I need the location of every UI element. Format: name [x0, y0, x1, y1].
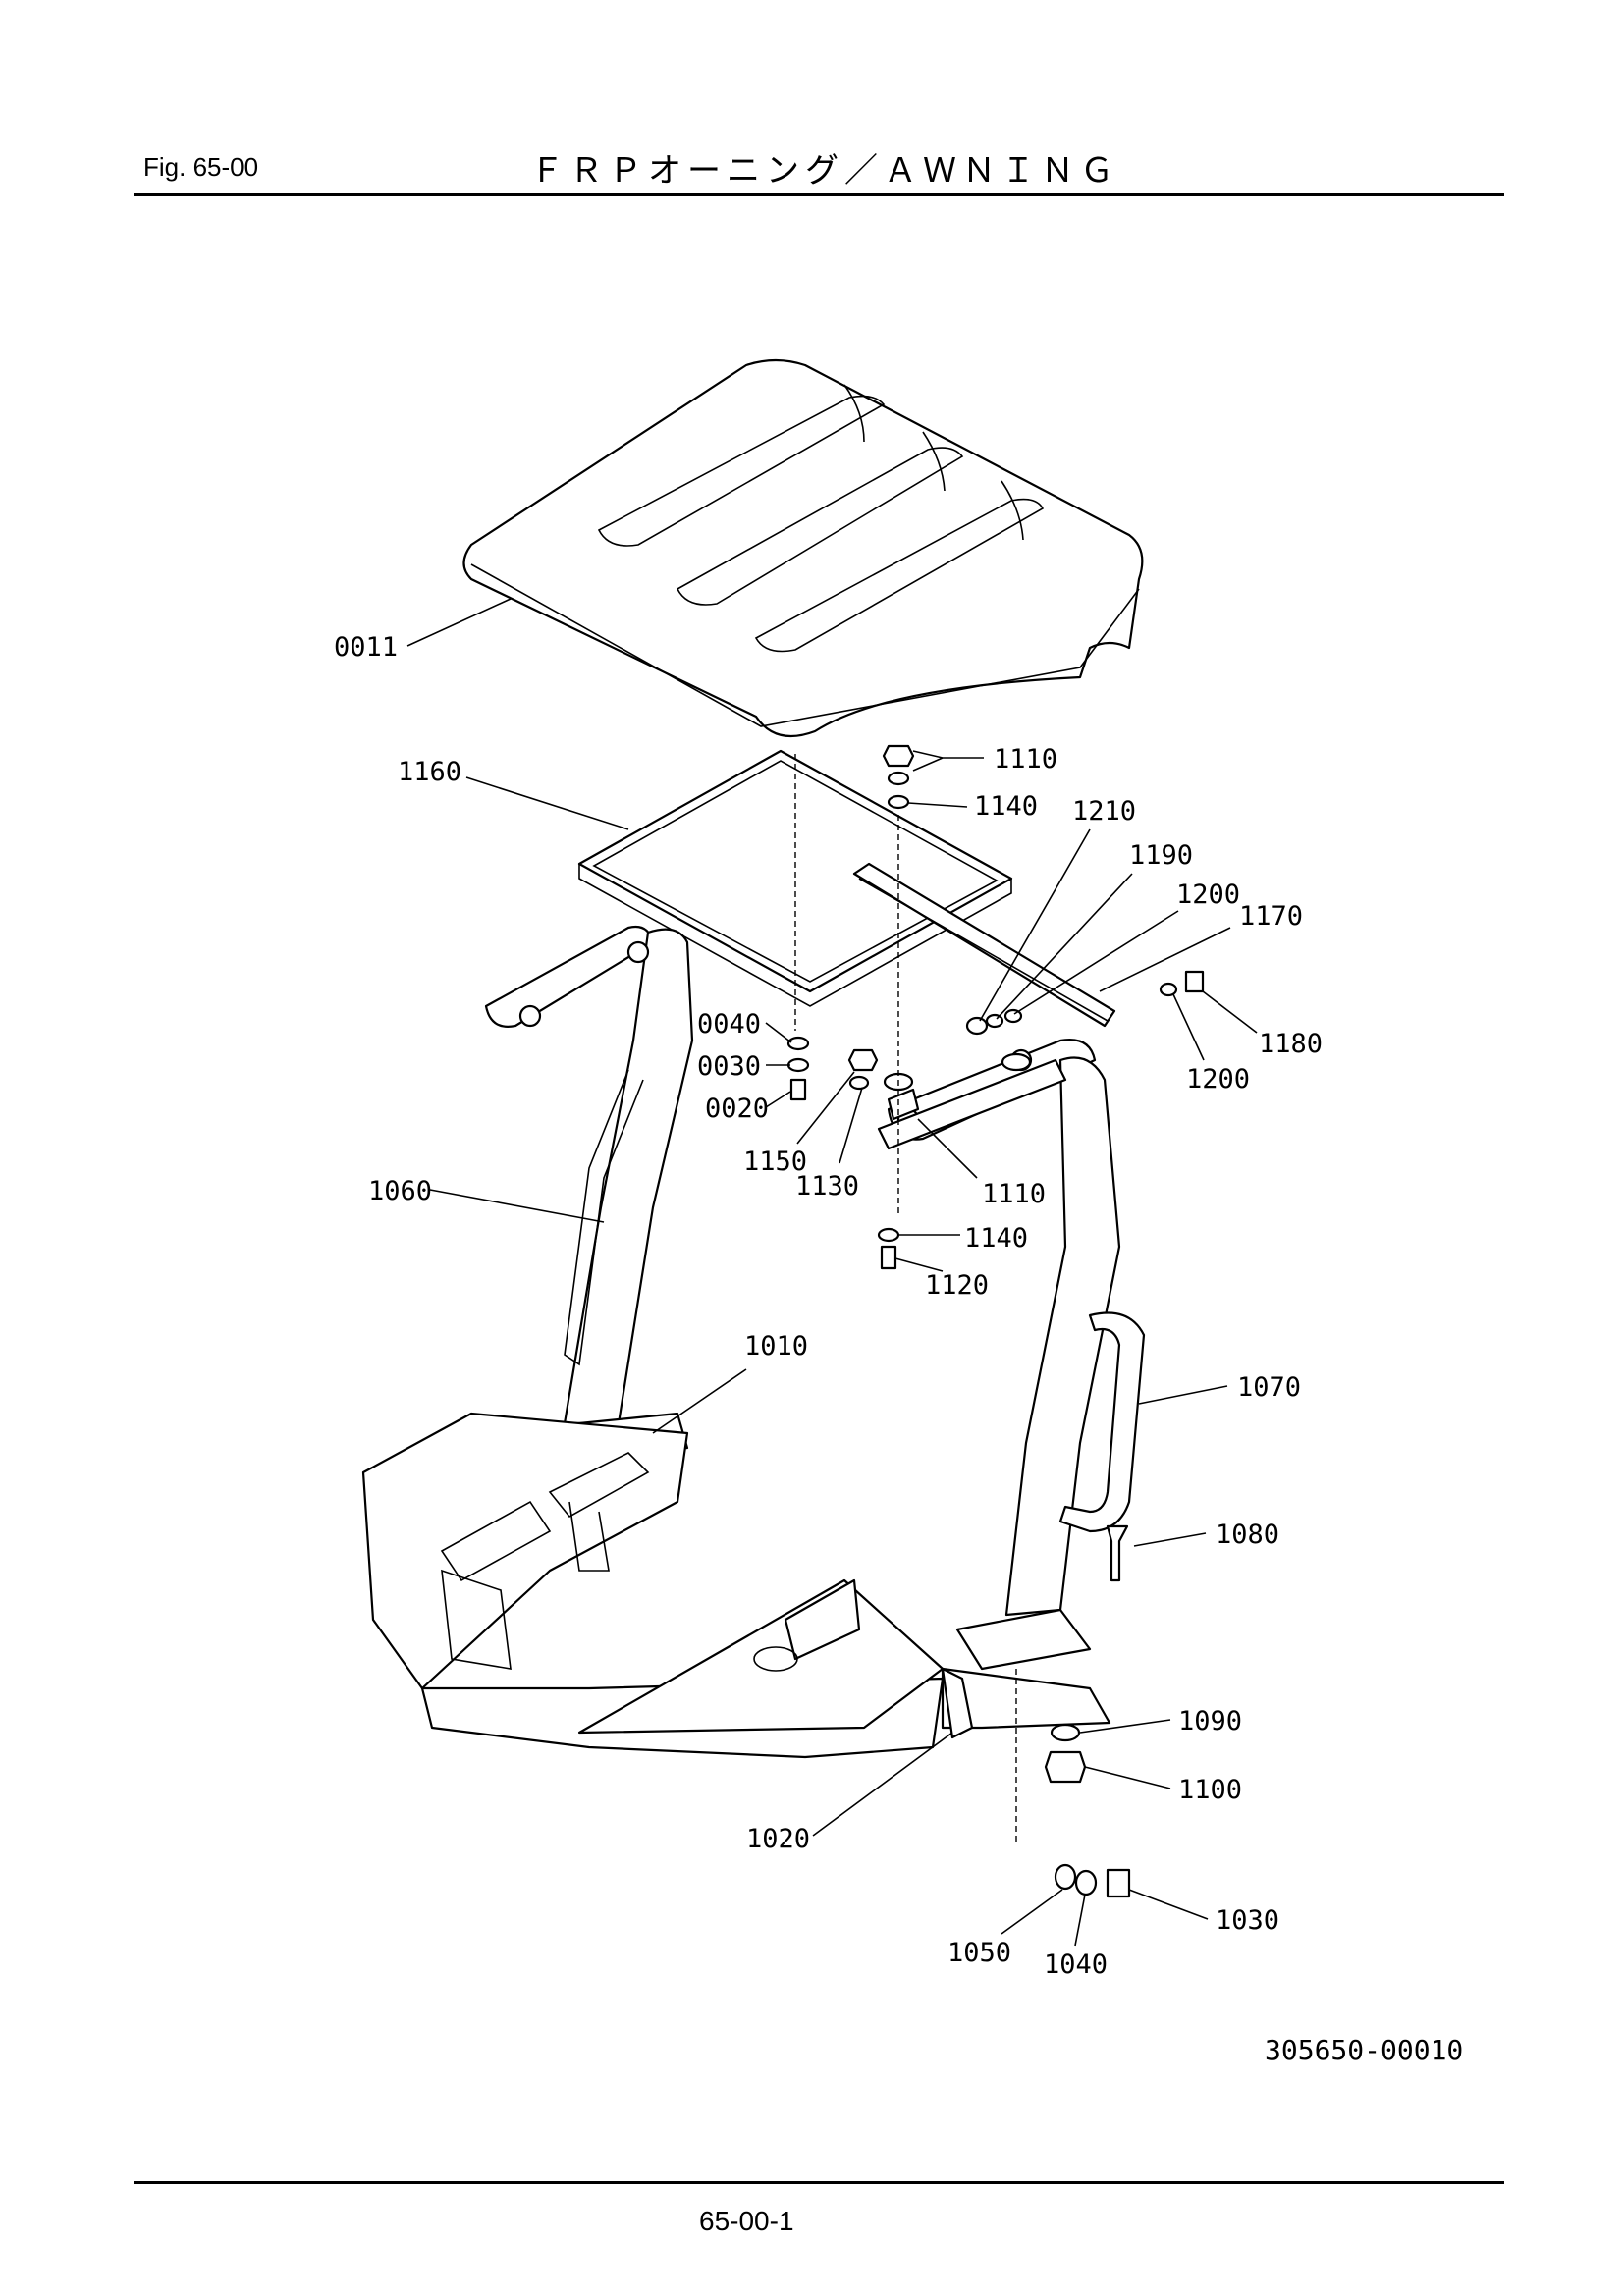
leader-lines	[406, 598, 1258, 1947]
footer-rule	[134, 2181, 1504, 2184]
callout-1140: 1140	[964, 1223, 1028, 1254]
callout-1190: 1190	[1129, 840, 1193, 871]
callout-1050: 1050	[947, 1938, 1011, 1968]
callout-0020: 0020	[705, 1094, 769, 1124]
callout-1030: 1030	[1216, 1905, 1279, 1936]
callout-1160: 1160	[398, 757, 461, 787]
roof-frame-drawing	[577, 749, 1013, 1031]
callout-0040: 0040	[697, 1009, 761, 1040]
cross-bar-drawing	[852, 862, 1116, 1028]
drawing-number: 305650-00010	[1265, 2034, 1464, 2066]
base-chassis-drawing	[361, 1412, 1111, 1845]
callout-1170: 1170	[1239, 901, 1303, 932]
part-callouts: 0011 1160 1110 1140 1210 1190 1200 1170 …	[334, 632, 1323, 1980]
callout-1010: 1010	[744, 1331, 808, 1362]
callout-1210: 1210	[1072, 796, 1136, 827]
callout-1150: 1150	[743, 1147, 807, 1177]
callout-1110: 1110	[994, 744, 1057, 774]
callout-1120: 1120	[925, 1270, 989, 1301]
callout-1020: 1020	[746, 1824, 810, 1854]
header-rule	[134, 193, 1504, 196]
callout-1200: 1200	[1186, 1064, 1250, 1095]
page-number: 65-00-1	[699, 2206, 794, 2236]
awning-roof-drawing	[462, 358, 1144, 738]
callout-1140: 1140	[974, 791, 1038, 822]
callout-1040: 1040	[1044, 1949, 1108, 1980]
callout-1130: 1130	[795, 1171, 859, 1201]
figure-label: Fig. 65-00	[143, 152, 259, 182]
callout-1110: 1110	[982, 1179, 1046, 1209]
callout-1060: 1060	[368, 1176, 432, 1206]
left-pillar-drawing	[484, 925, 694, 1465]
callout-1090: 1090	[1178, 1706, 1242, 1736]
callout-1070: 1070	[1237, 1372, 1301, 1403]
callout-1200: 1200	[1176, 880, 1240, 910]
callout-1080: 1080	[1216, 1520, 1279, 1550]
callout-1180: 1180	[1259, 1029, 1323, 1059]
callout-1100: 1100	[1178, 1775, 1242, 1805]
page-title: ＦＲＰオーニング／ＡＷＮＩＮＧ	[530, 151, 1119, 190]
callout-0030: 0030	[697, 1051, 761, 1082]
callout-0011: 0011	[334, 632, 398, 663]
